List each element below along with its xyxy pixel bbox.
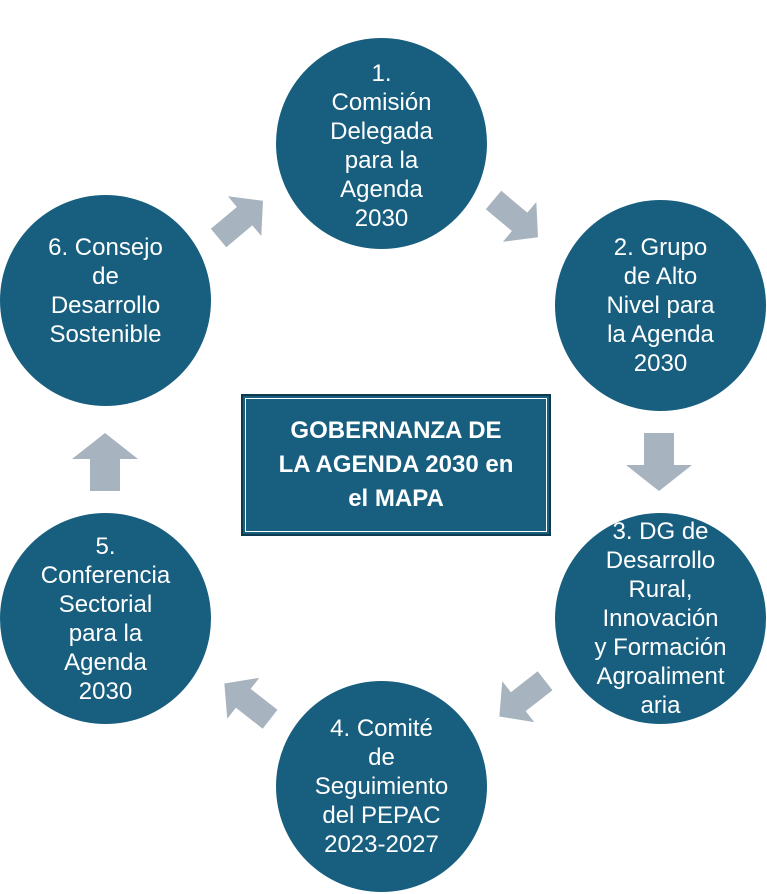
node-label: 2. Grupo de Alto Nivel para la Agenda 20…	[606, 234, 715, 377]
node-grupo-alto-nivel: 2. Grupo de Alto Nivel para la Agenda 20…	[555, 200, 766, 411]
arrow-6-to-1	[210, 196, 263, 248]
node-label: 6. Consejo de Desarrollo Sostenible	[48, 233, 163, 348]
node-label: 5. Conferencia Sectorial para la Agenda …	[40, 532, 171, 705]
center-title-box: GOBERNANZA DE LA AGENDA 2030 en el MAPA	[241, 394, 551, 536]
arrow-4-to-5	[224, 677, 278, 729]
node-consejo-desarrollo: 6. Consejo de Desarrollo Sostenible	[0, 195, 211, 406]
diagram-title: GOBERNANZA DE LA AGENDA 2030 en el MAPA	[278, 417, 514, 512]
arrow-1-to-2	[485, 190, 538, 242]
arrow-5-to-6	[72, 433, 138, 491]
node-label: 4. Comité de Seguimiento del PEPAC 2023-…	[314, 715, 449, 858]
arrow-2-to-3	[626, 433, 692, 491]
node-conferencia-sectorial: 5. Conferencia Sectorial para la Agenda …	[0, 513, 211, 724]
node-comite-seguimiento: 4. Comité de Seguimiento del PEPAC 2023-…	[276, 681, 487, 892]
node-comision-delegada: 1. Comisión Delegada para la Agenda 2030	[276, 38, 487, 249]
node-label: 1. Comisión Delegada para la Agenda 2030	[330, 59, 433, 232]
node-label: 3. DG de Desarrollo Rural, Innovación y …	[594, 518, 727, 719]
node-dg-desarrollo-rural: 3. DG de Desarrollo Rural, Innovación y …	[555, 513, 766, 724]
arrow-3-to-4	[499, 671, 553, 723]
